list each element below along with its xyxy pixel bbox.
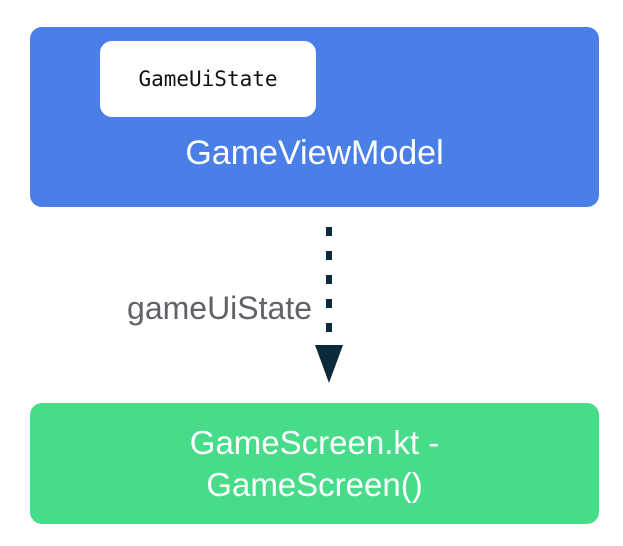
game-screen-file-label: GameScreen.kt - <box>189 423 440 461</box>
connector-dot <box>326 299 332 308</box>
game-view-model-box: GameUiState GameViewModel <box>30 27 599 207</box>
game-screen-box: GameScreen.kt - GameScreen() <box>30 403 599 524</box>
state-flow-arrow <box>315 227 343 383</box>
game-ui-state-chip: GameUiState <box>100 41 316 117</box>
connector-dot <box>326 227 332 236</box>
game-ui-state-edge-label: gameUiState <box>127 290 312 326</box>
game-view-model-title: GameViewModel <box>185 134 444 172</box>
connector-dot <box>326 323 332 332</box>
connector-dot <box>326 275 332 284</box>
game-ui-state-chip-label: GameUiState <box>138 67 278 91</box>
dotted-connector <box>326 227 332 332</box>
arrow-head-icon <box>315 345 343 383</box>
connector-dot <box>326 251 332 260</box>
game-screen-function-label: GameScreen() <box>206 465 423 503</box>
